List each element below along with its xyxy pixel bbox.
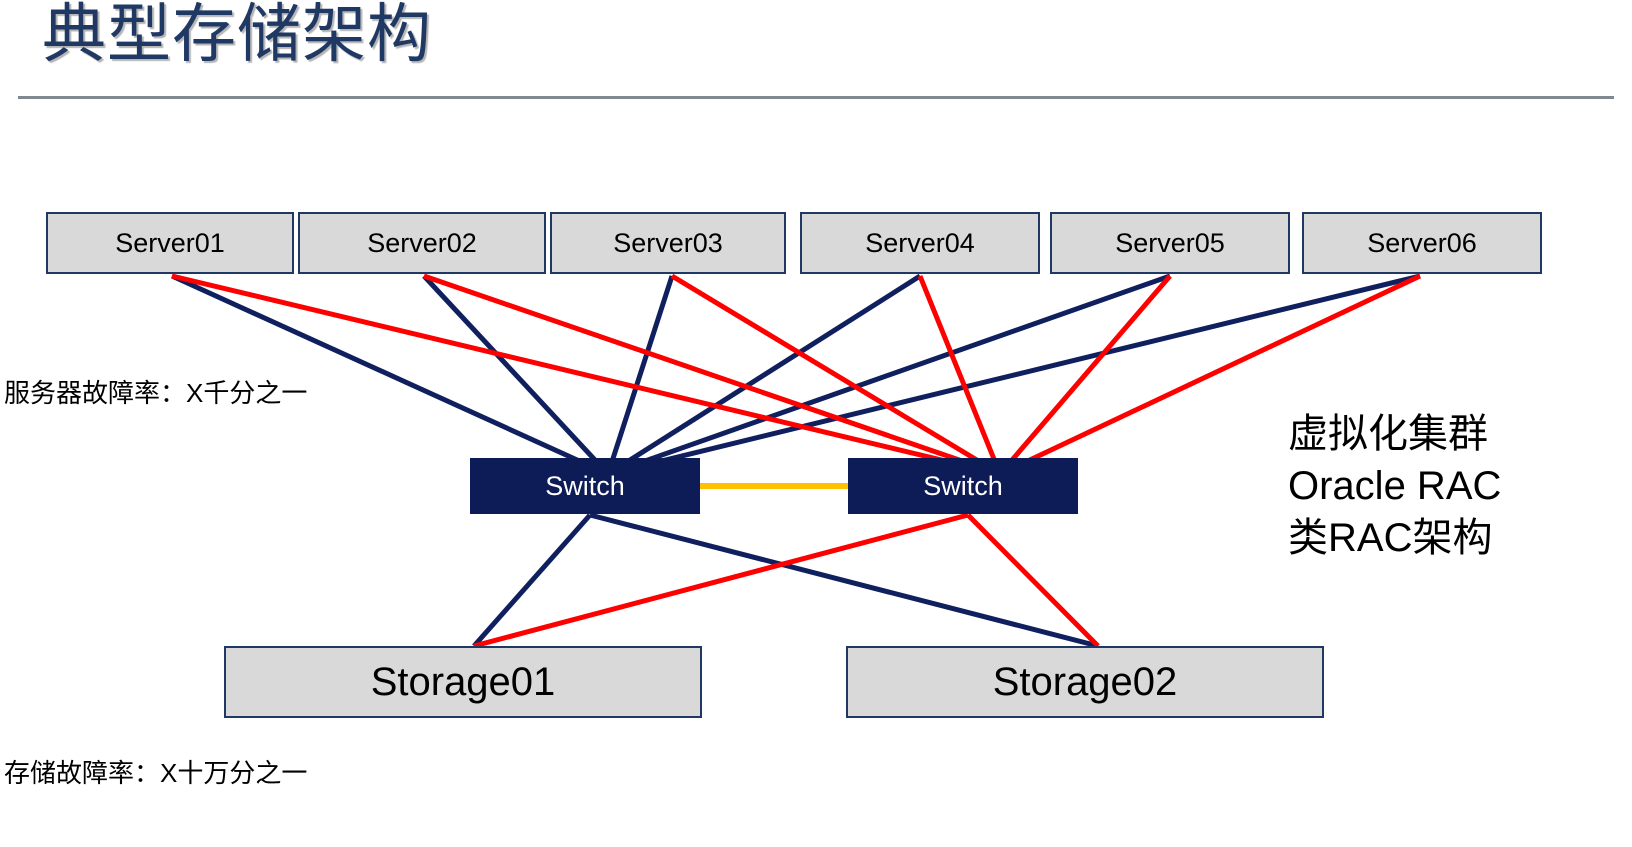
architecture-note-line-1: 虚拟化集群 [1288,412,1488,456]
architecture-note-line-3: 类RAC架构 [1288,516,1493,560]
link-server2-to-switch-left [422,274,610,476]
node-server-02-label: Server02 [367,227,477,258]
storage-failure-rate-label: 存储故障率：X十万分之一 [4,758,308,788]
title-divider [18,96,1614,99]
link-server3-to-switch-left [605,275,675,475]
node-server-03[interactable]: Server03 [550,212,786,274]
link-server5-to-switch-right [998,274,1172,476]
node-server-01[interactable]: Server01 [46,212,294,274]
node-server-03-label: Server03 [613,227,723,258]
node-switch-left[interactable]: Switch [470,458,700,514]
node-storage-01-label: Storage01 [370,659,556,704]
server-failure-rate-label: 服务器故障率：X千分之一 [4,378,308,408]
node-server-06-label: Server06 [1367,227,1477,258]
node-switch-right[interactable]: Switch [848,458,1078,514]
node-server-06[interactable]: Server06 [1302,212,1542,274]
node-server-02[interactable]: Server02 [298,212,546,274]
link-server5-to-switch-left [607,273,1171,477]
node-switch-right-label: Switch [923,470,1003,501]
node-server-04[interactable]: Server04 [800,212,1040,274]
node-storage-02-label: Storage02 [992,659,1178,704]
link-server4-to-switch-right [917,275,1003,475]
architecture-note: 虚拟化集群 Oracle RAC 类RAC架构 [1288,408,1501,564]
node-server-05[interactable]: Server05 [1050,212,1290,274]
link-server3-to-switch-right [670,273,1002,477]
link-server2-to-switch-right [423,273,1001,477]
link-switch-right-to-storage02 [966,513,1100,648]
node-switch-left-label: Switch [545,470,625,501]
link-switch-left-to-storage01 [472,513,592,648]
node-storage-02[interactable]: Storage02 [846,646,1324,718]
page-title: 典型存储架构 [42,0,432,70]
node-server-01-label: Server01 [115,227,225,258]
link-switch-right-to-storage01 [473,512,969,649]
architecture-note-line-2: Oracle RAC [1288,464,1502,508]
link-server4-to-switch-left [606,273,922,477]
node-server-05-label: Server05 [1115,227,1225,258]
node-server-04-label: Server04 [865,227,975,258]
link-switch-left-to-storage02 [589,512,1099,649]
node-storage-01[interactable]: Storage01 [224,646,702,718]
